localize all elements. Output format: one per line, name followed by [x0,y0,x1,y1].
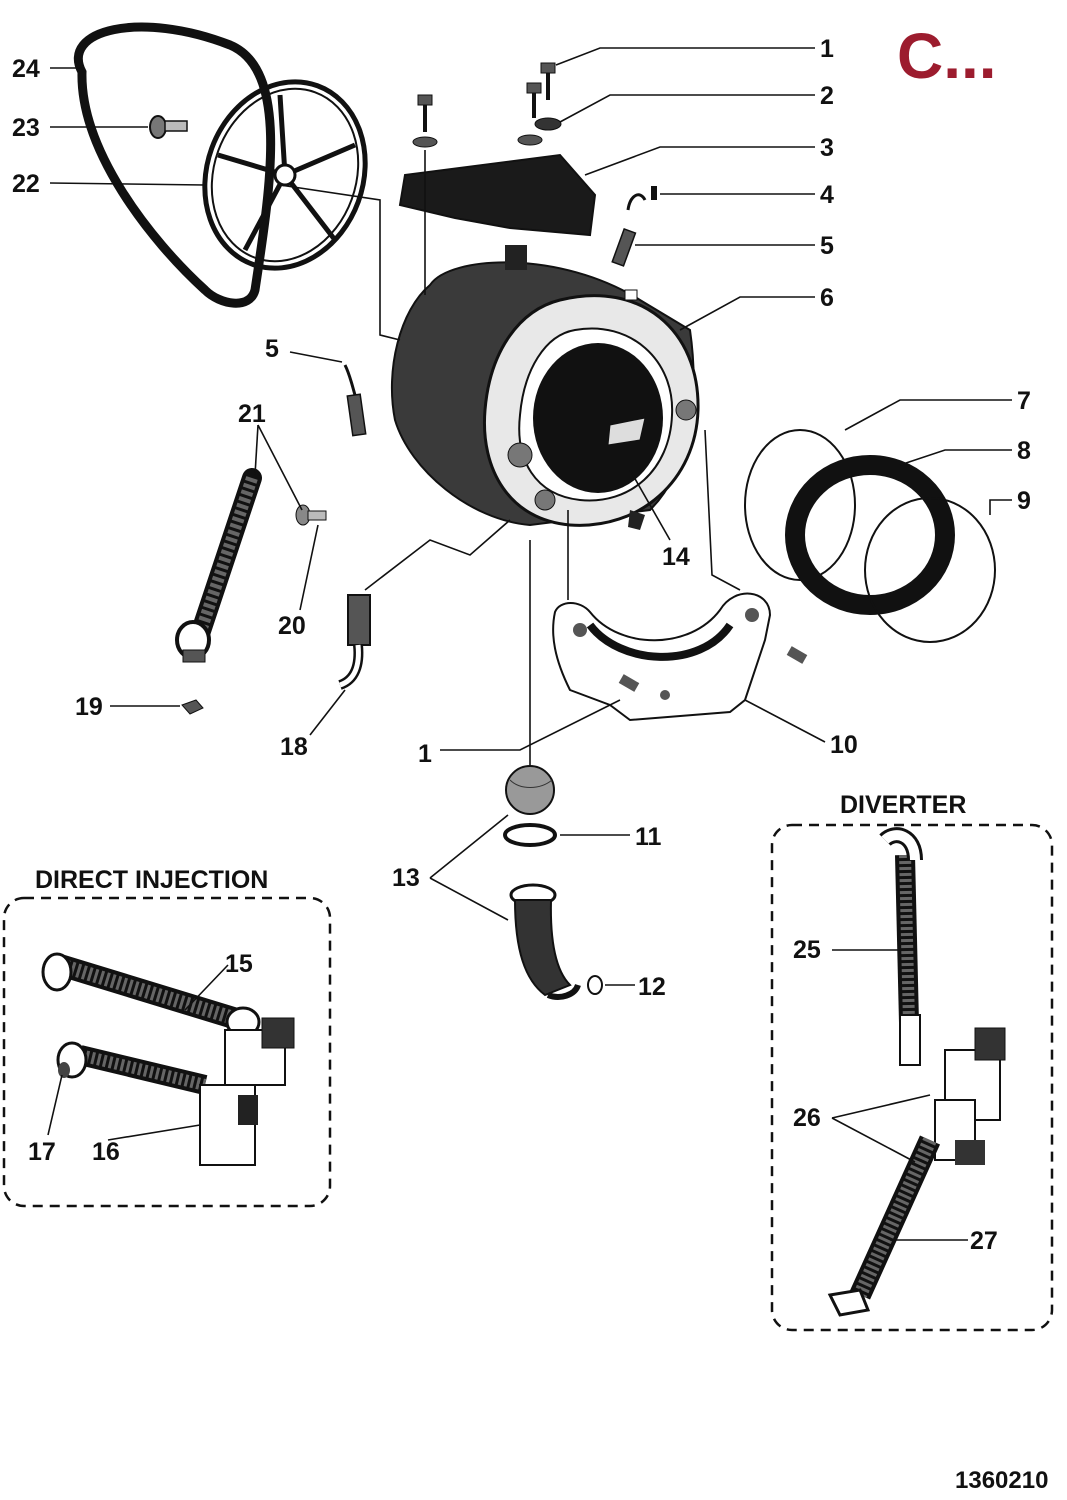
callout-22: 22 [12,170,40,198]
shock-nut [181,699,204,715]
top-bolts [412,62,562,148]
callout-5-left: 5 [265,335,279,363]
callout-4: 4 [820,181,834,209]
leader-lines [47,47,1012,1241]
callout-16: 16 [92,1138,120,1166]
callout-1-lower: 1 [418,740,432,768]
callout-2: 2 [820,82,834,110]
callout-3: 3 [820,134,834,162]
callout-12: 12 [638,973,666,1001]
callout-24: 24 [12,55,40,83]
callout-7: 7 [1017,387,1031,415]
direct-injection-box [2,896,332,1208]
callout-19: 19 [75,693,103,721]
counterweight [398,153,597,237]
callout-14: 14 [662,543,690,571]
callout-25: 25 [793,936,821,964]
small-oring [587,975,603,995]
callout-15: 15 [225,950,253,978]
diverter-box [770,823,1054,1332]
diverter-title: DIVERTER [840,791,966,819]
callout-9: 9 [1017,487,1031,515]
header-title: C... [897,20,997,92]
diverter-upper-hose [879,827,923,1066]
callout-10: 10 [830,731,858,759]
callout-8: 8 [1017,437,1031,465]
callout-20: 20 [278,612,306,640]
pulley [202,79,368,271]
callout-6: 6 [820,284,834,312]
tub-hose [337,594,371,690]
drive-belt [73,22,276,308]
spring-top [611,186,657,267]
diverter-lower-hose [827,1135,941,1317]
direct-injection-title: DIRECT INJECTION [35,866,268,894]
diverter-valve [934,1027,1006,1165]
sump-oring [503,823,557,847]
spring-side [343,364,367,437]
injection-nozzle [58,1062,70,1078]
injection-valve [199,1017,295,1166]
callout-5-right: 5 [820,232,834,260]
callout-13: 13 [392,864,420,892]
injection-hose-lower [56,1041,208,1095]
callout-26: 26 [793,1104,821,1132]
door-boot-seal [785,455,955,615]
injection-hose [41,952,261,1038]
callout-numbers: 1 2 3 4 5 6 7 8 9 10 11 12 13 14 15 16 1… [12,35,1031,1255]
callout-11: 11 [635,823,662,851]
outer-clamp [864,497,996,643]
callout-21: 21 [238,400,266,428]
tub-bracket [552,592,808,722]
pulley-bolt [149,115,188,139]
callout-18: 18 [280,733,308,761]
check-ball [505,765,555,815]
tub-assembly [390,245,700,530]
sump-hose [509,883,581,1000]
callout-23: 23 [12,114,40,142]
document-number: 1360210 [955,1467,1048,1494]
shock-bolt [295,504,327,526]
callout-17: 17 [28,1138,56,1166]
callout-1-top: 1 [820,35,834,63]
callout-27: 27 [970,1227,998,1255]
shock-absorber [175,468,262,663]
